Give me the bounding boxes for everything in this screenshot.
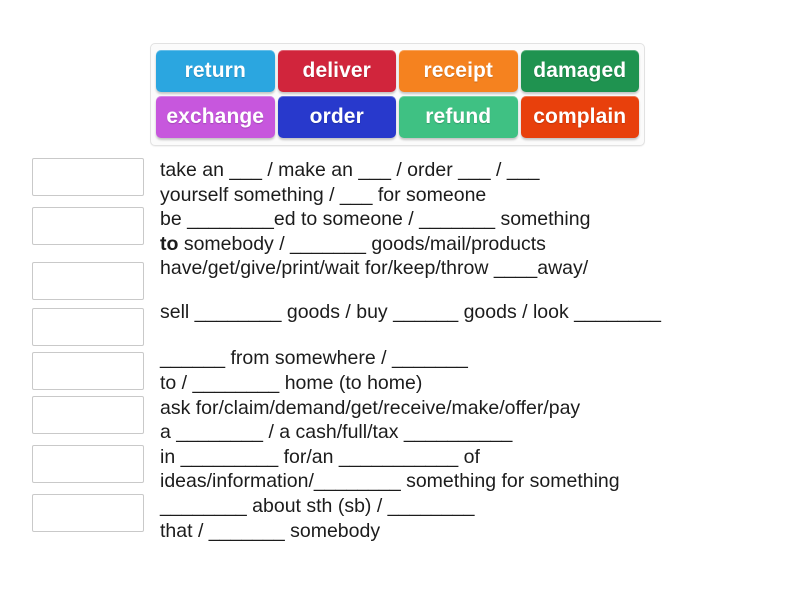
word-tile-receipt[interactable]: receipt	[399, 50, 518, 92]
answer-drop-slot-6[interactable]	[32, 395, 144, 434]
question-row: ask for/claim/demand/get/receive/make/of…	[0, 395, 800, 445]
word-tile-damaged[interactable]: damaged	[520, 50, 639, 92]
question-prompt-3: have/get/give/print/wait for/keep/throw …	[160, 257, 589, 280]
word-tile-return[interactable]: return	[156, 50, 275, 92]
question-row: sell ________ goods / buy ______ goods /…	[0, 300, 800, 347]
question-prompt-5: ______ from somewhere / _______to / ____…	[160, 347, 468, 394]
word-tile-exchange[interactable]: exchange	[156, 96, 275, 138]
question-prompt-8: ________ about sth (sb) / ________that /…	[160, 494, 475, 542]
question-rows: take an ___ / make an ___ / order ___ / …	[0, 158, 800, 543]
word-tile-order[interactable]: order	[277, 96, 396, 138]
answer-drop-slot-1[interactable]	[32, 158, 144, 196]
question-row: take an ___ / make an ___ / order ___ / …	[0, 158, 800, 207]
word-tile-refund[interactable]: refund	[399, 96, 518, 138]
question-row: ______ from somewhere / _______to / ____…	[0, 346, 800, 395]
question-row: ________ about sth (sb) / ________that /…	[0, 493, 800, 543]
question-prompt-6: ask for/claim/demand/get/receive/make/of…	[160, 396, 581, 444]
question-prompt-4: sell ________ goods / buy ______ goods /…	[160, 301, 661, 324]
answer-drop-slot-4[interactable]	[32, 308, 144, 347]
answer-drop-slot-8[interactable]	[32, 493, 144, 532]
answer-drop-slot-2[interactable]	[32, 207, 144, 246]
answer-drop-slot-5[interactable]	[32, 352, 144, 391]
answer-drop-slot-3[interactable]	[32, 262, 144, 301]
word-tile-complain[interactable]: complain	[520, 96, 639, 138]
question-prompt-2: be ________ed to someone / _______ somet…	[160, 208, 591, 255]
question-row: have/get/give/print/wait for/keep/throw …	[0, 256, 800, 301]
answer-drop-slot-7[interactable]	[32, 444, 144, 483]
question-prompt-1: take an ___ / make an ___ / order ___ / …	[160, 159, 540, 206]
word-tile-deliver[interactable]: deliver	[277, 50, 396, 92]
question-row: be ________ed to someone / _______ somet…	[0, 207, 800, 256]
